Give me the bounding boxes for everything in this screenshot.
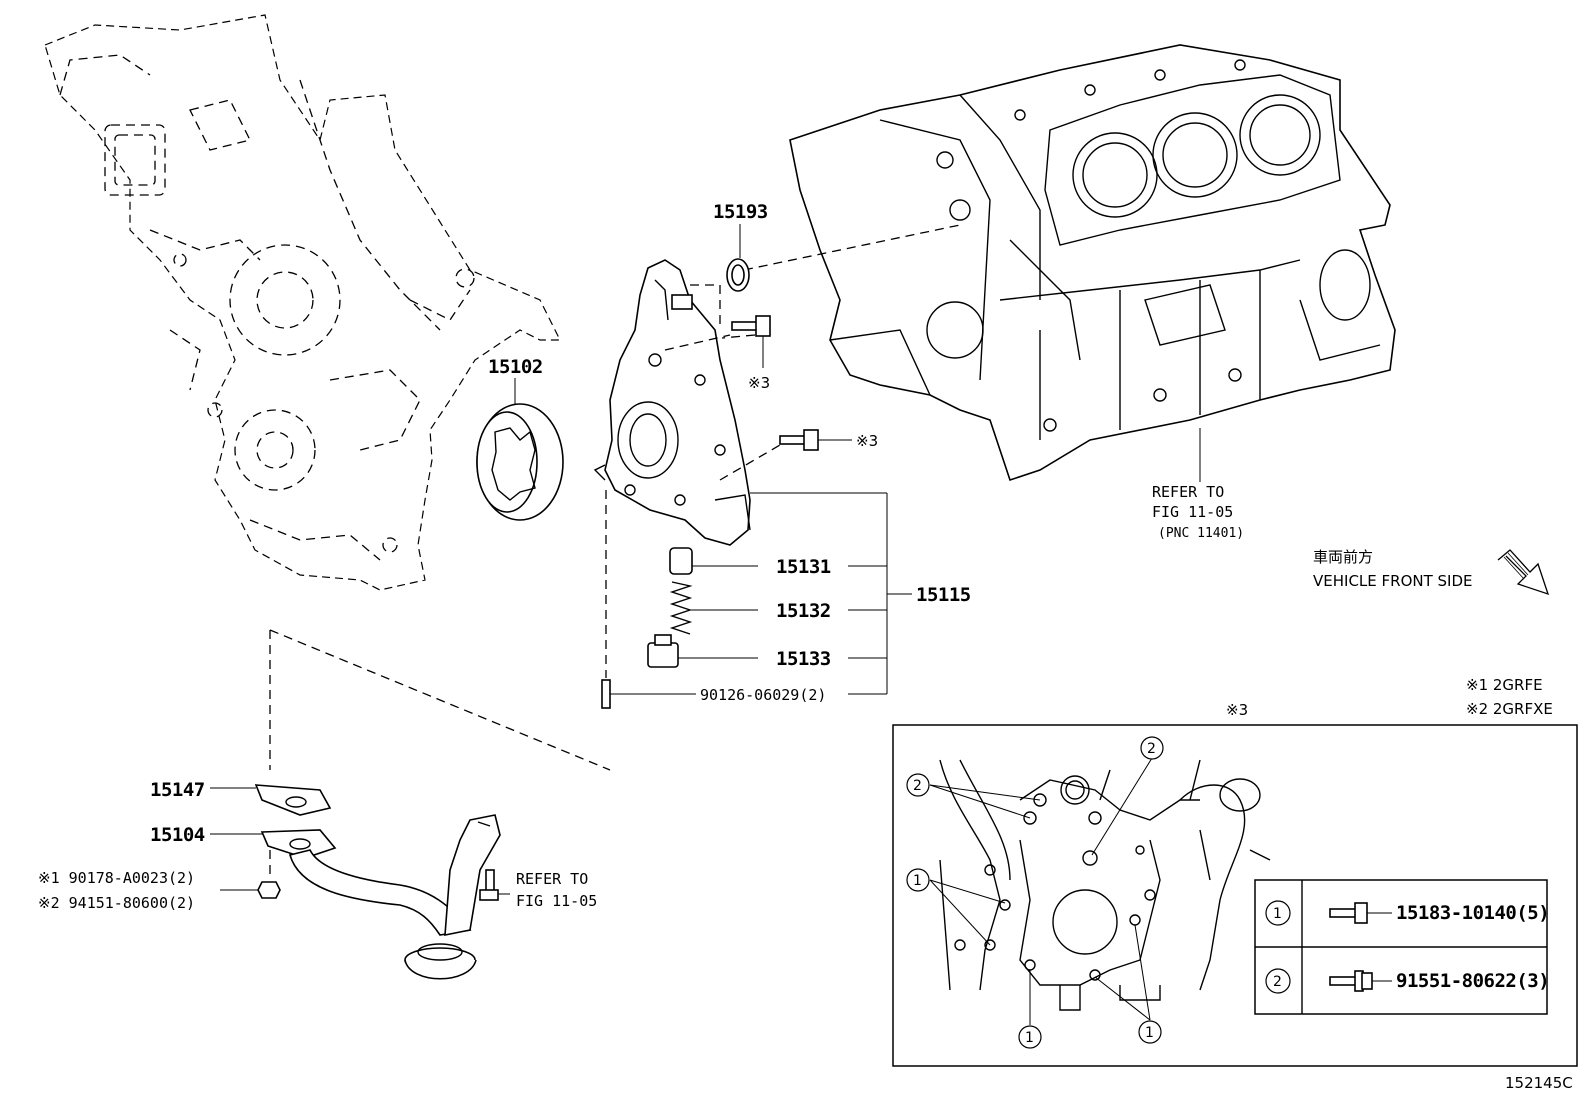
label-15133: 15133 [776,648,831,670]
refer-pickup-line1: REFER TO [516,870,588,888]
illustration-code: 152145C [1505,1074,1573,1092]
oil-strainer-15104 [260,814,501,980]
note3-inset-title: ※3 [1226,701,1248,719]
timing-cover-illustration [44,14,561,591]
vehicle-front-en: VEHICLE FRONT SIDE [1313,572,1473,590]
seal-15193 [726,258,750,292]
legend-num-1: 1 [1273,906,1282,922]
legend-part-2: 91551-80622(3) [1396,970,1549,992]
bolt-middle [779,429,819,451]
refer-pickup-line2: FIG 11-05 [516,892,597,910]
label-15147: 15147 [150,779,205,801]
refer-block-line2: FIG 11-05 [1152,503,1233,521]
bolt-upper [731,315,771,337]
nut-part-2: ※2 94151-80600(2) [38,894,195,912]
legend-part-1: 15183-10140(5) [1396,902,1549,924]
label-15193: 15193 [713,201,768,223]
relief-valve-15131 [669,547,693,575]
spring-15132 [669,581,693,635]
label-15104: 15104 [150,824,205,846]
nut-part-1: ※1 90178-A0023(2) [38,869,195,887]
vehicle-front-jp: 車両前方 [1313,548,1373,566]
label-90126: 90126-06029(2) [700,686,826,704]
inset-callout-2b: 2 [1147,741,1156,757]
plug-15133 [647,634,679,668]
refer-block-line3: (PNC 11401) [1158,526,1244,541]
label-15115: 15115 [916,584,971,606]
refer-block-line1: REFER TO [1152,483,1224,501]
bolt-icon [1329,902,1368,924]
nut-icon [257,881,281,899]
note-2: ※2 2GRFXE [1466,700,1553,718]
legend-num-2: 2 [1273,974,1282,990]
note3-bolt-middle: ※3 [856,432,878,450]
inset-callout-1a: 1 [913,873,922,889]
bolt-location-inset: 2 2 1 1 1 1 15183-10140(5) 2 91551-80622… [892,724,1578,1067]
oil-pump-housing [593,259,751,546]
gasket-15147 [254,784,332,816]
vehicle-front-arrow-icon [1497,549,1550,596]
oil-pump-rotor-15102 [476,403,564,521]
inset-callout-1c: 1 [1145,1025,1154,1041]
label-15102: 15102 [488,356,543,378]
inset-callout-2a: 2 [913,778,922,794]
note-1: ※1 2GRFE [1466,676,1543,694]
inset-callout-1b: 1 [1025,1030,1034,1046]
cylinder-block-illustration [789,44,1396,482]
strainer-bolt-icon [479,869,499,901]
pin-90126 [601,679,611,709]
label-15131: 15131 [776,556,831,578]
note3-bolt-upper: ※3 [748,374,770,392]
label-15132: 15132 [776,600,831,622]
